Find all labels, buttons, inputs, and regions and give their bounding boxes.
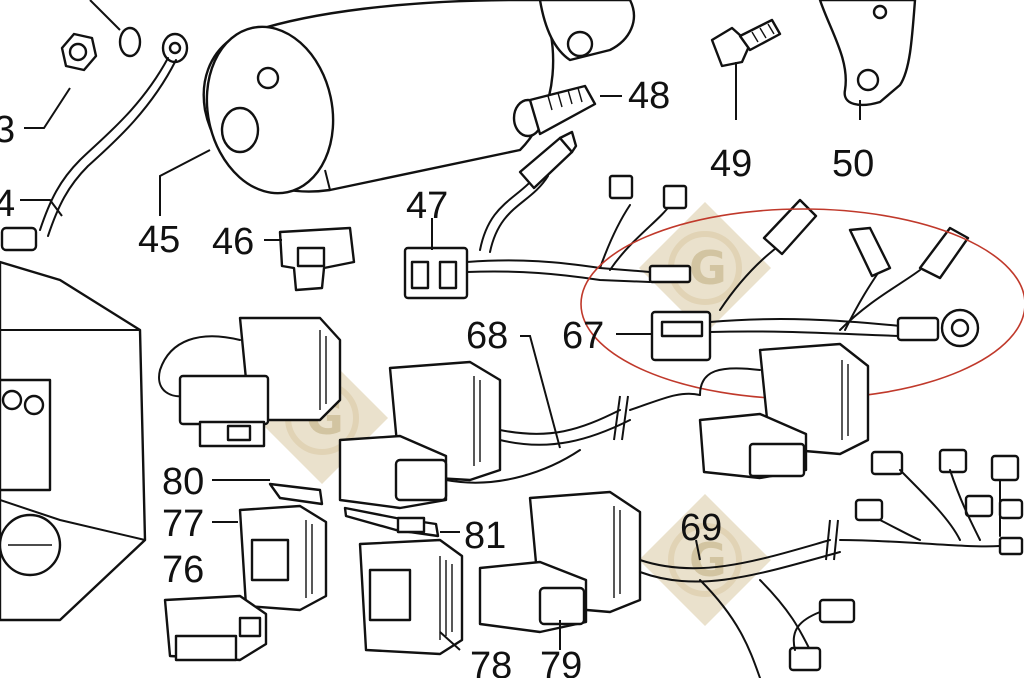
callout-76: 76 — [162, 549, 204, 591]
svg-text:G: G — [689, 241, 727, 295]
screw-49 — [710, 18, 782, 68]
callout-46: 46 — [212, 221, 254, 263]
plugs-right — [788, 448, 1024, 672]
callout-49: 49 — [710, 143, 752, 185]
harness-47 — [403, 130, 692, 300]
callout-81: 81 — [464, 515, 506, 557]
connector-78 — [358, 538, 464, 656]
callout-3: 3 — [0, 109, 15, 151]
connector-76 — [163, 594, 268, 662]
terminal-80 — [268, 482, 324, 506]
connector-cluster-68 — [338, 360, 701, 510]
svg-text:G: G — [689, 533, 727, 587]
bracket-50 — [818, 0, 917, 106]
callout-4: 4 — [0, 183, 15, 225]
callout-labels: 3 4 45 46 47 48 49 50 67 68 69 76 77 78 … — [0, 75, 874, 678]
connector-cluster-right — [698, 342, 870, 480]
nut-and-washer — [0, 0, 189, 252]
callout-47: 47 — [406, 185, 448, 227]
callout-67: 67 — [562, 315, 604, 357]
callout-68: 68 — [466, 315, 508, 357]
callout-80: 80 — [162, 461, 204, 503]
connector-cluster-upper — [158, 316, 342, 448]
terminal-81 — [343, 506, 440, 538]
callout-69: 69 — [680, 507, 722, 549]
callout-48: 48 — [628, 75, 670, 117]
connector-cluster-79 — [478, 490, 1024, 678]
harness-67 — [650, 198, 980, 362]
connector-77 — [238, 504, 328, 612]
callout-77: 77 — [162, 503, 204, 545]
control-box — [0, 260, 147, 622]
callout-50: 50 — [832, 143, 874, 185]
callout-45: 45 — [138, 219, 180, 261]
bolt-48 — [512, 84, 597, 138]
callout-78: 78 — [470, 645, 512, 678]
leader-lines — [20, 62, 861, 651]
connector-46 — [278, 226, 356, 292]
callout-79: 79 — [540, 645, 582, 678]
